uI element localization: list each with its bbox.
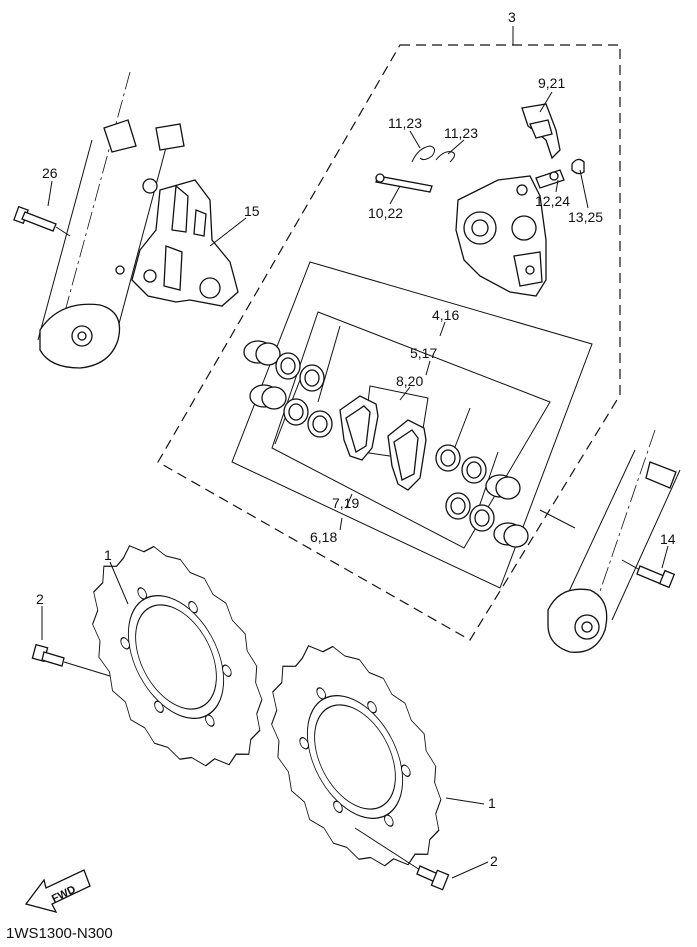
diagram-code: 1WS1300-N300 — [6, 925, 113, 942]
callout-2-right: 2 — [490, 853, 498, 869]
bleed-cap-13-25 — [571, 158, 585, 175]
callout-9-21: 9,21 — [538, 75, 565, 91]
pad-clips-11-23 — [411, 145, 456, 163]
callout-7-19: 7,19 — [332, 495, 359, 511]
callout-5-17: 5,17 — [410, 345, 437, 361]
caliper-assembly-boundary — [157, 44, 621, 641]
callout-1-left: 1 — [104, 547, 112, 563]
bolt-26 — [13, 205, 71, 237]
bleed-screw-12-24 — [535, 169, 565, 189]
brake-pads-8-20 — [339, 395, 427, 491]
callout-11-23-b: 11,23 — [444, 125, 478, 141]
brake-disc-1-right — [271, 645, 442, 867]
disc-bolt-2-left — [31, 643, 111, 677]
caliper-15 — [131, 179, 239, 307]
callout-10-22: 10,22 — [368, 205, 403, 221]
disc-bolt-2-right — [354, 827, 450, 891]
left-fork-leg — [37, 71, 185, 369]
brake-disc-1-left — [92, 545, 263, 767]
callout-1-right: 1 — [488, 795, 496, 811]
callout-2-left: 2 — [36, 591, 44, 607]
pistons-and-seals-right — [435, 444, 529, 548]
forward-arrow-icon: FWD — [24, 869, 91, 913]
callout-8-20: 8,20 — [396, 373, 423, 389]
pad-spring-9-21 — [521, 103, 561, 160]
callout-6-18: 6,18 — [310, 529, 337, 545]
callout-3: 3 — [508, 9, 516, 25]
pistons-and-seals-left — [243, 340, 333, 438]
callout-15: 15 — [244, 203, 260, 219]
callout-12-24: 12,24 — [535, 193, 570, 209]
pad-pin-10-22 — [375, 173, 433, 193]
bolt-14 — [621, 559, 676, 589]
callout-13-25: 13,25 — [568, 209, 603, 225]
caliper-body — [455, 175, 547, 297]
callout-26: 26 — [42, 165, 58, 181]
callout-4-16: 4,16 — [432, 307, 459, 323]
callout-14: 14 — [660, 531, 676, 547]
right-fork-leg — [547, 429, 681, 653]
callout-11-23-a: 11,23 — [388, 115, 422, 131]
